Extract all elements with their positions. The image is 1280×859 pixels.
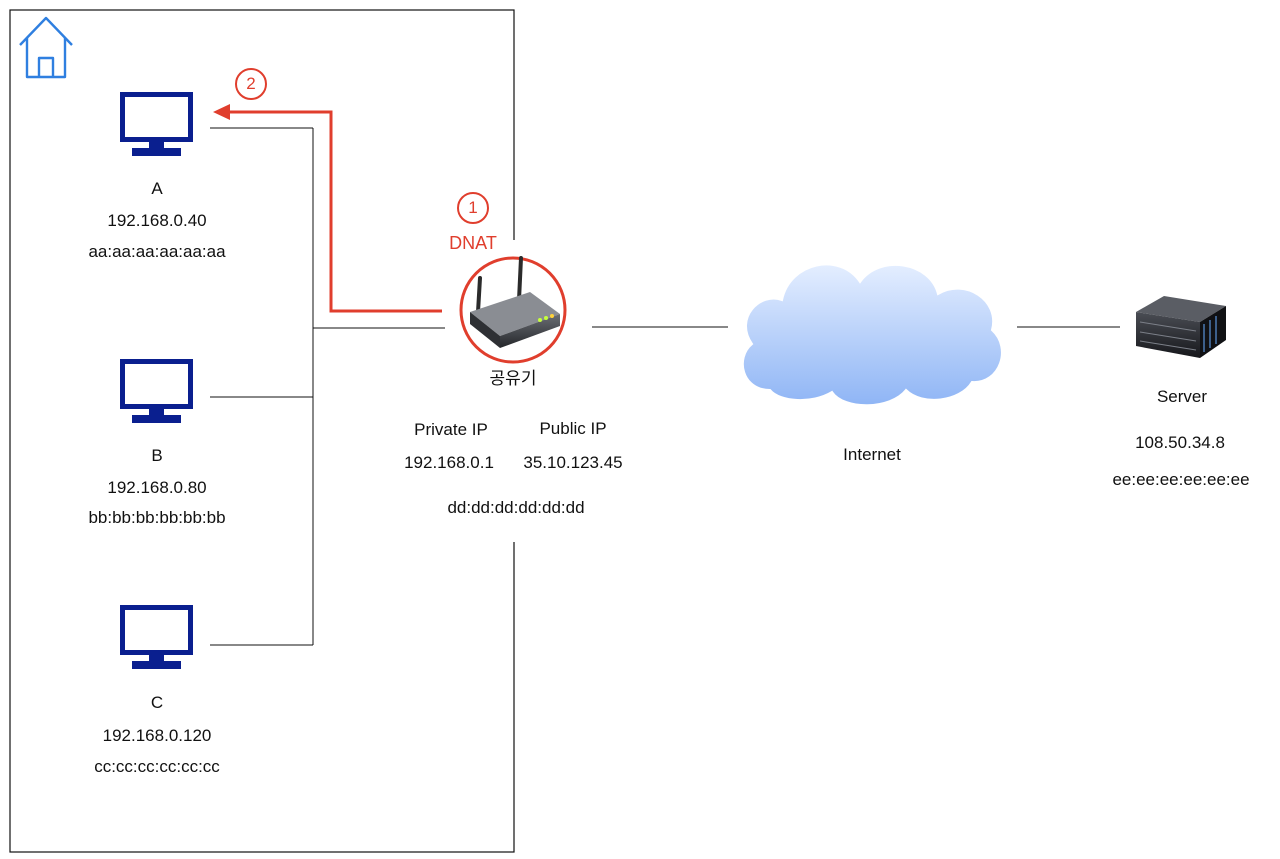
dnat-forward-arrow xyxy=(213,104,442,313)
host-a-ip: 192.168.0.40 xyxy=(107,211,207,230)
monitor-icon xyxy=(120,605,193,669)
host-b-name: B xyxy=(151,446,163,465)
host-c-mac: cc:cc:cc:cc:cc:cc xyxy=(94,757,220,776)
internet-label: Internet xyxy=(843,445,901,464)
internet-cloud-icon xyxy=(741,263,1003,407)
server-mac: ee:ee:ee:ee:ee:ee xyxy=(1112,470,1250,489)
router-label: 공유기 xyxy=(489,369,537,388)
private-ip-label: Private IP xyxy=(414,420,488,439)
server-icon xyxy=(1136,296,1226,358)
home-icon xyxy=(19,16,73,79)
server-ip: 108.50.34.8 xyxy=(1135,433,1225,452)
public-ip-label: Public IP xyxy=(539,419,607,438)
step-2-badge: 2 xyxy=(235,68,267,100)
monitor-icon xyxy=(120,92,193,156)
router-public-ip: 35.10.123.45 xyxy=(523,453,623,472)
host-a-name: A xyxy=(151,179,163,198)
host-c-ip: 192.168.0.120 xyxy=(102,726,212,745)
router-icon xyxy=(459,256,567,364)
host-b-mac: bb:bb:bb:bb:bb:bb xyxy=(88,508,226,527)
server-label: Server xyxy=(1156,387,1208,406)
host-c-name: C xyxy=(150,693,164,712)
monitor-icon xyxy=(120,359,193,423)
lan-links xyxy=(210,127,445,646)
step-1-badge: 1 xyxy=(457,192,489,224)
dnat-label: DNAT xyxy=(449,233,497,253)
router-mac: dd:dd:dd:dd:dd:dd xyxy=(447,498,585,517)
router-private-ip: 192.168.0.1 xyxy=(404,453,494,472)
host-b-ip: 192.168.0.80 xyxy=(107,478,207,497)
host-a-mac: aa:aa:aa:aa:aa:aa xyxy=(88,242,226,261)
